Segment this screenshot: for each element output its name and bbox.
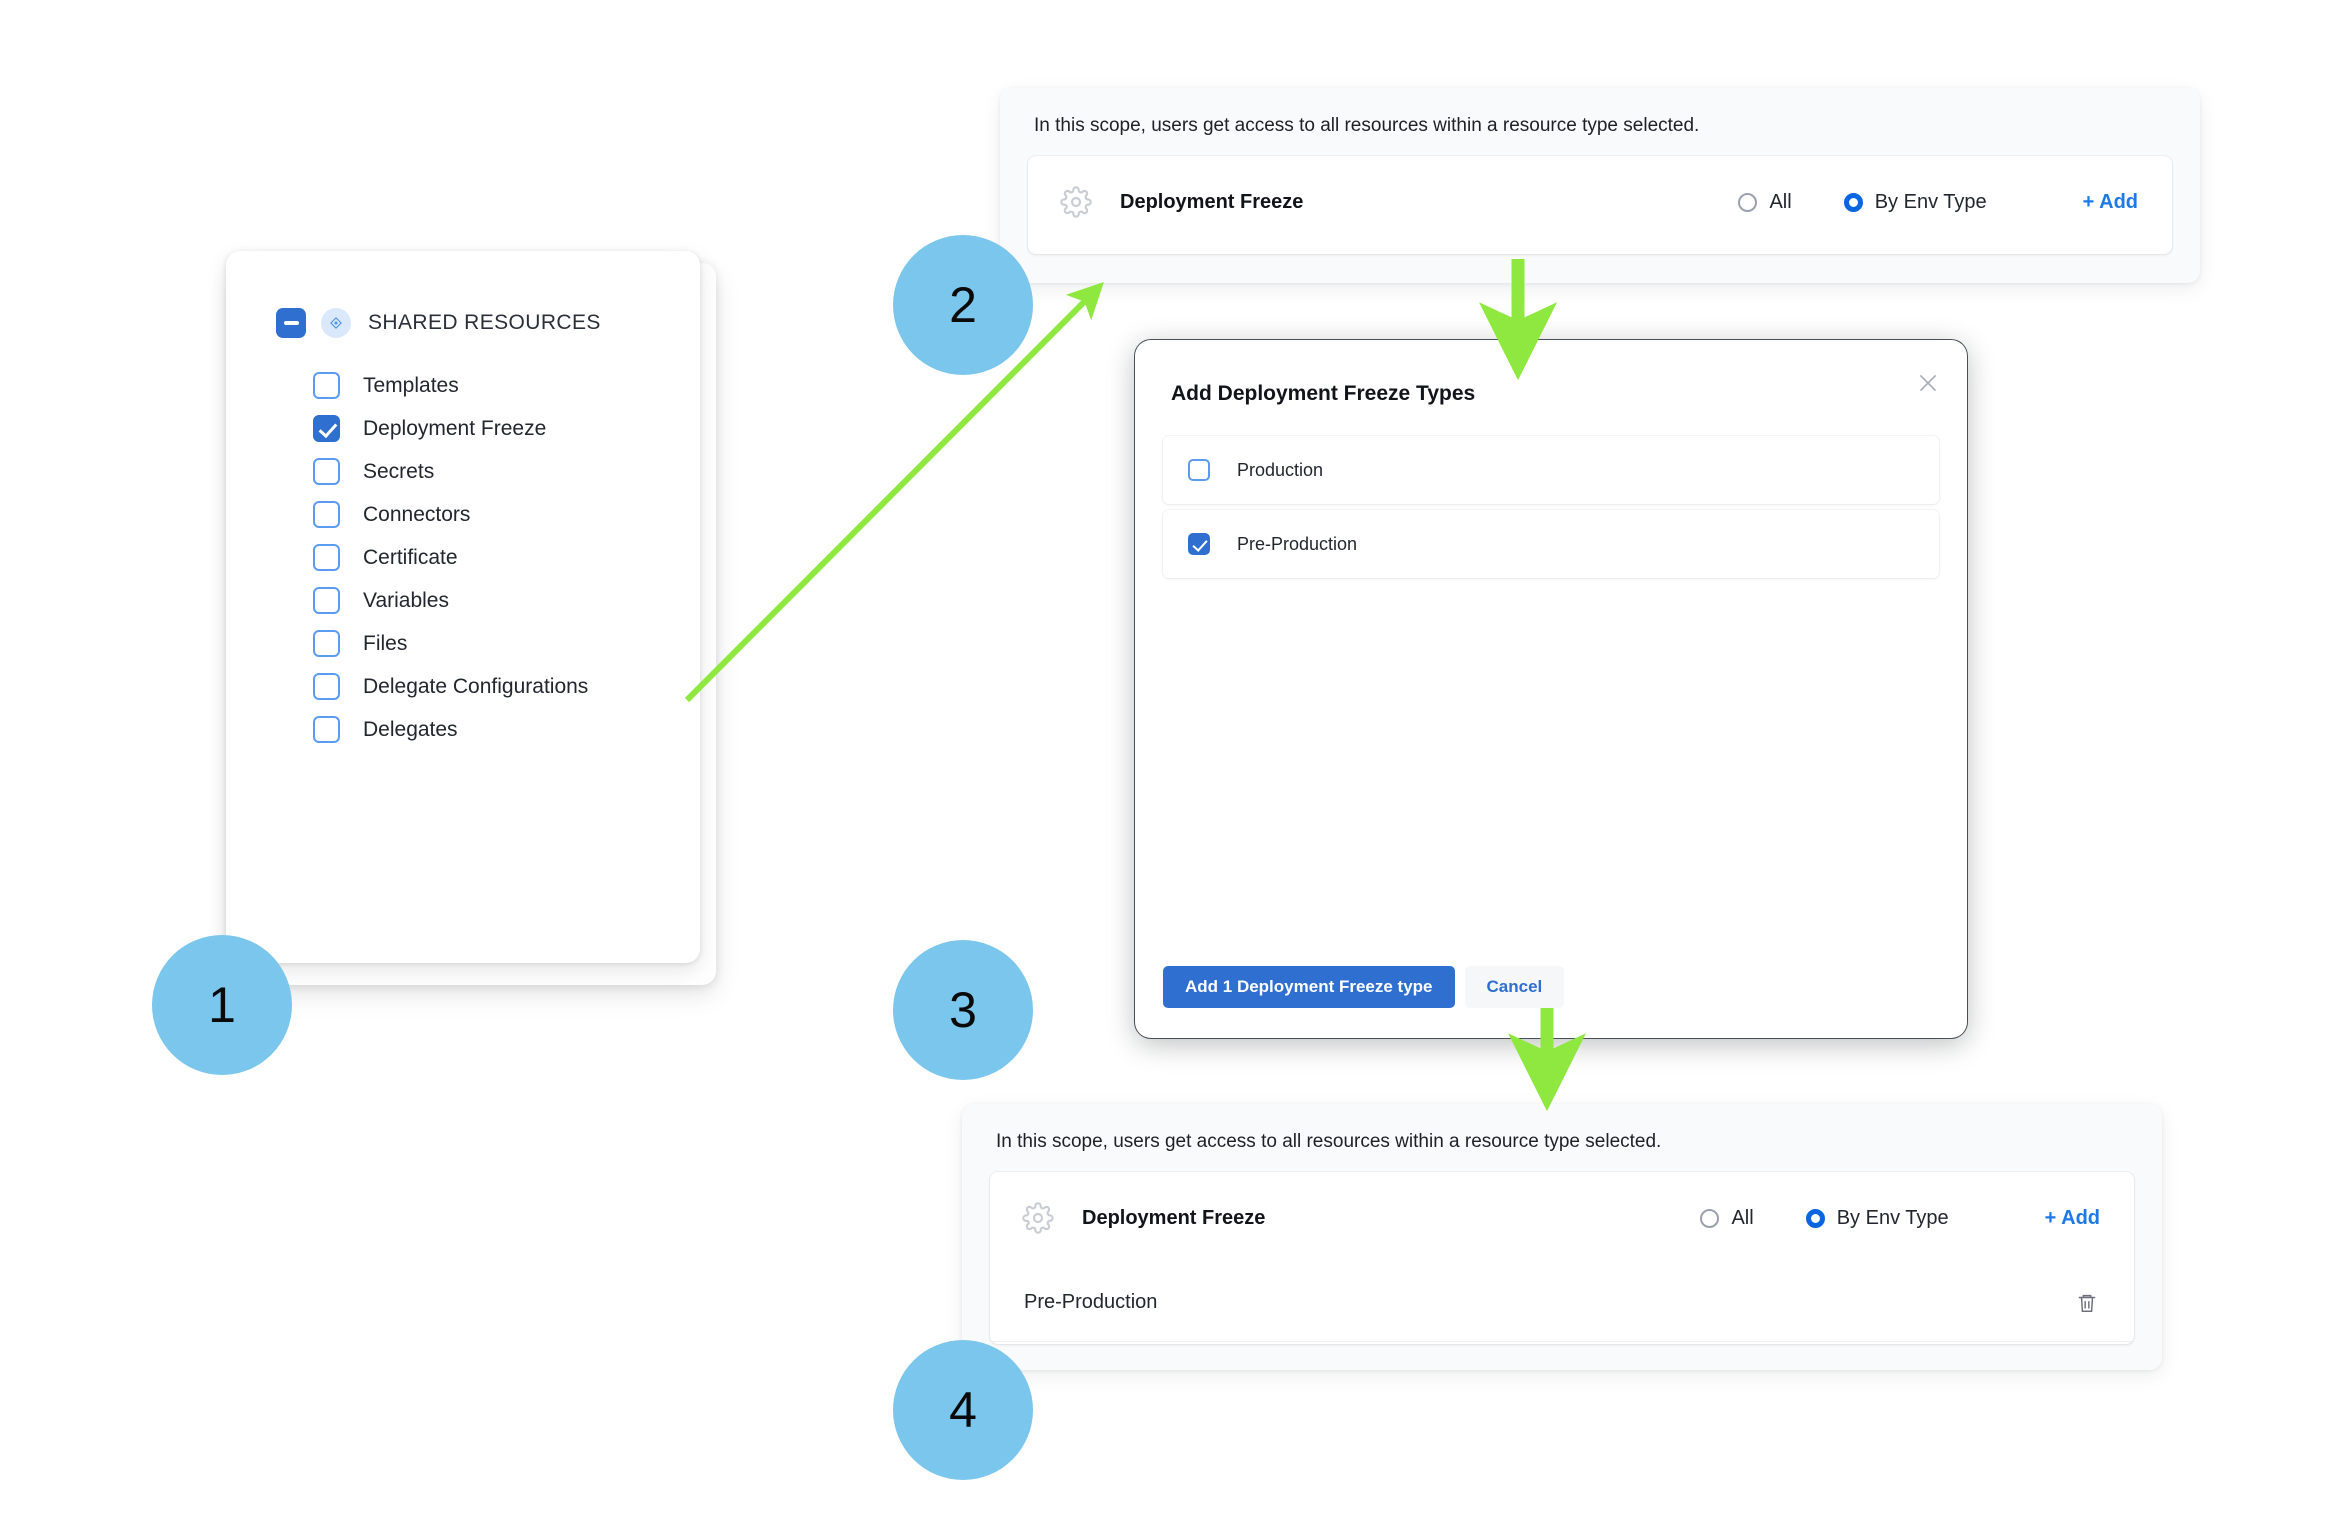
step-marker-label: 4 <box>949 1382 977 1438</box>
list-item[interactable]: Production <box>1163 436 1939 504</box>
scope-resource-row: Deployment Freeze All By Env Type + Add <box>990 1172 2134 1264</box>
checkbox-connectors[interactable] <box>313 501 340 528</box>
step-marker-3: 3 <box>893 940 1033 1080</box>
step-marker-label: 1 <box>208 977 236 1033</box>
gear-icon <box>1022 1202 1054 1234</box>
list-item-label: Delegate Configurations <box>363 674 589 698</box>
scope-panel-bottom: In this scope, users get access to all r… <box>962 1104 2162 1370</box>
checkbox-variables[interactable] <box>313 587 340 614</box>
list-item[interactable]: Templates <box>226 364 700 407</box>
shared-resources-panel: SHARED RESOURCES Templates Deployment Fr… <box>226 251 716 985</box>
checkbox-production[interactable] <box>1188 459 1210 481</box>
shared-resources-glyph <box>330 317 342 329</box>
list-item[interactable]: Secrets <box>226 450 700 493</box>
list-item[interactable]: Delegate Configurations <box>226 665 700 708</box>
add-deployment-freeze-types-modal: Add Deployment Freeze Types Production P… <box>1135 340 1967 1038</box>
checkbox-pre-production[interactable] <box>1188 533 1210 555</box>
trash-icon[interactable] <box>2076 1291 2098 1315</box>
add-link[interactable]: + Add <box>2082 190 2138 213</box>
list-item-label: Templates <box>363 373 459 397</box>
list-item-label: Files <box>363 631 408 655</box>
list-item-label: Connectors <box>363 502 471 526</box>
checkbox-secrets[interactable] <box>313 458 340 485</box>
step-marker-label: 3 <box>949 982 977 1038</box>
shared-resources-list: Templates Deployment Freeze Secrets Conn… <box>226 364 700 751</box>
scope-resource-card: Deployment Freeze All By Env Type + Add … <box>990 1172 2134 1344</box>
scope-resource-card: Deployment Freeze All By Env Type + Add <box>1028 156 2172 254</box>
list-item-label: Deployment Freeze <box>363 416 547 440</box>
step-marker-4: 4 <box>893 1340 1033 1480</box>
radio-all-icon[interactable] <box>1700 1208 1720 1228</box>
list-item[interactable]: Pre-Production <box>1163 510 1939 578</box>
step-marker-label: 2 <box>949 277 977 333</box>
radio-by-env-type-icon[interactable] <box>1805 1208 1825 1228</box>
shared-resources-panel-inner: SHARED RESOURCES Templates Deployment Fr… <box>226 251 700 963</box>
shared-resources-icon <box>321 308 351 338</box>
minus-icon[interactable] <box>276 308 306 338</box>
checkbox-deployment-freeze[interactable] <box>313 415 340 442</box>
checkbox-certificate[interactable] <box>313 544 340 571</box>
checkbox-delegate-configurations[interactable] <box>313 673 340 700</box>
list-item[interactable]: Variables <box>226 579 700 622</box>
list-item[interactable]: Deployment Freeze <box>226 407 700 450</box>
radio-option-all[interactable]: All <box>1738 190 1792 214</box>
shared-resources-title: SHARED RESOURCES <box>368 311 601 334</box>
gear-glyph <box>1060 186 1092 218</box>
selected-env-label: Pre-Production <box>1024 1291 1158 1313</box>
modal-options-list: Production Pre-Production <box>1163 436 1939 584</box>
list-item[interactable]: Certificate <box>226 536 700 579</box>
radio-by-env-type-label: By Env Type <box>1836 1206 1949 1229</box>
checkbox-delegates[interactable] <box>313 716 340 743</box>
checkbox-files[interactable] <box>313 630 340 657</box>
scope-resource-name: Deployment Freeze <box>1082 1206 1266 1229</box>
radio-by-env-type-icon[interactable] <box>1843 192 1863 212</box>
list-item-label: Delegates <box>363 717 458 741</box>
close-icon[interactable] <box>1915 370 1941 396</box>
scope-radio-group: All By Env Type <box>1686 190 1987 214</box>
radio-option-by-env-type[interactable]: By Env Type <box>1805 1206 1949 1230</box>
radio-all-label: All <box>1731 1206 1754 1229</box>
scope-note: In this scope, users get access to all r… <box>996 1131 1662 1152</box>
list-item-label: Variables <box>363 588 449 612</box>
add-deployment-freeze-type-button[interactable]: Add 1 Deployment Freeze type <box>1163 966 1455 1008</box>
cancel-button[interactable]: Cancel <box>1464 966 1565 1008</box>
list-item-label: Pre-Production <box>1237 533 1358 554</box>
selected-env-row: Pre-Production <box>990 1264 2134 1342</box>
step-marker-1: 1 <box>152 935 292 1075</box>
radio-by-env-type-label: By Env Type <box>1874 190 1987 213</box>
scope-resource-row: Deployment Freeze All By Env Type + Add <box>1028 156 2172 248</box>
modal-title: Add Deployment Freeze Types <box>1171 382 1476 405</box>
radio-all-icon[interactable] <box>1738 192 1758 212</box>
scope-panel-top: In this scope, users get access to all r… <box>1000 88 2200 283</box>
trash-glyph <box>2078 1294 2096 1312</box>
gear-glyph <box>1022 1202 1054 1234</box>
add-link[interactable]: + Add <box>2044 1206 2100 1229</box>
scope-note: In this scope, users get access to all r… <box>1034 115 1700 136</box>
step-marker-2: 2 <box>893 235 1033 375</box>
close-glyph <box>1919 374 1937 392</box>
scope-radio-group: All By Env Type <box>1648 1206 1949 1230</box>
checkbox-templates[interactable] <box>313 372 340 399</box>
scope-resource-name: Deployment Freeze <box>1120 190 1304 213</box>
list-item-label: Certificate <box>363 545 458 569</box>
list-item-label: Secrets <box>363 459 435 483</box>
arrow-panel-to-step2 <box>684 282 1104 703</box>
radio-option-all[interactable]: All <box>1700 1206 1754 1230</box>
gear-icon <box>1060 186 1092 218</box>
shared-resources-header[interactable]: SHARED RESOURCES <box>226 303 700 343</box>
modal-footer: Add 1 Deployment Freeze type Cancel <box>1163 966 1565 1008</box>
list-item[interactable]: Files <box>226 622 700 665</box>
list-item-label: Production <box>1237 459 1324 480</box>
list-item[interactable]: Connectors <box>226 493 700 536</box>
radio-all-label: All <box>1769 190 1792 213</box>
radio-option-by-env-type[interactable]: By Env Type <box>1843 190 1987 214</box>
list-item[interactable]: Delegates <box>226 708 700 751</box>
